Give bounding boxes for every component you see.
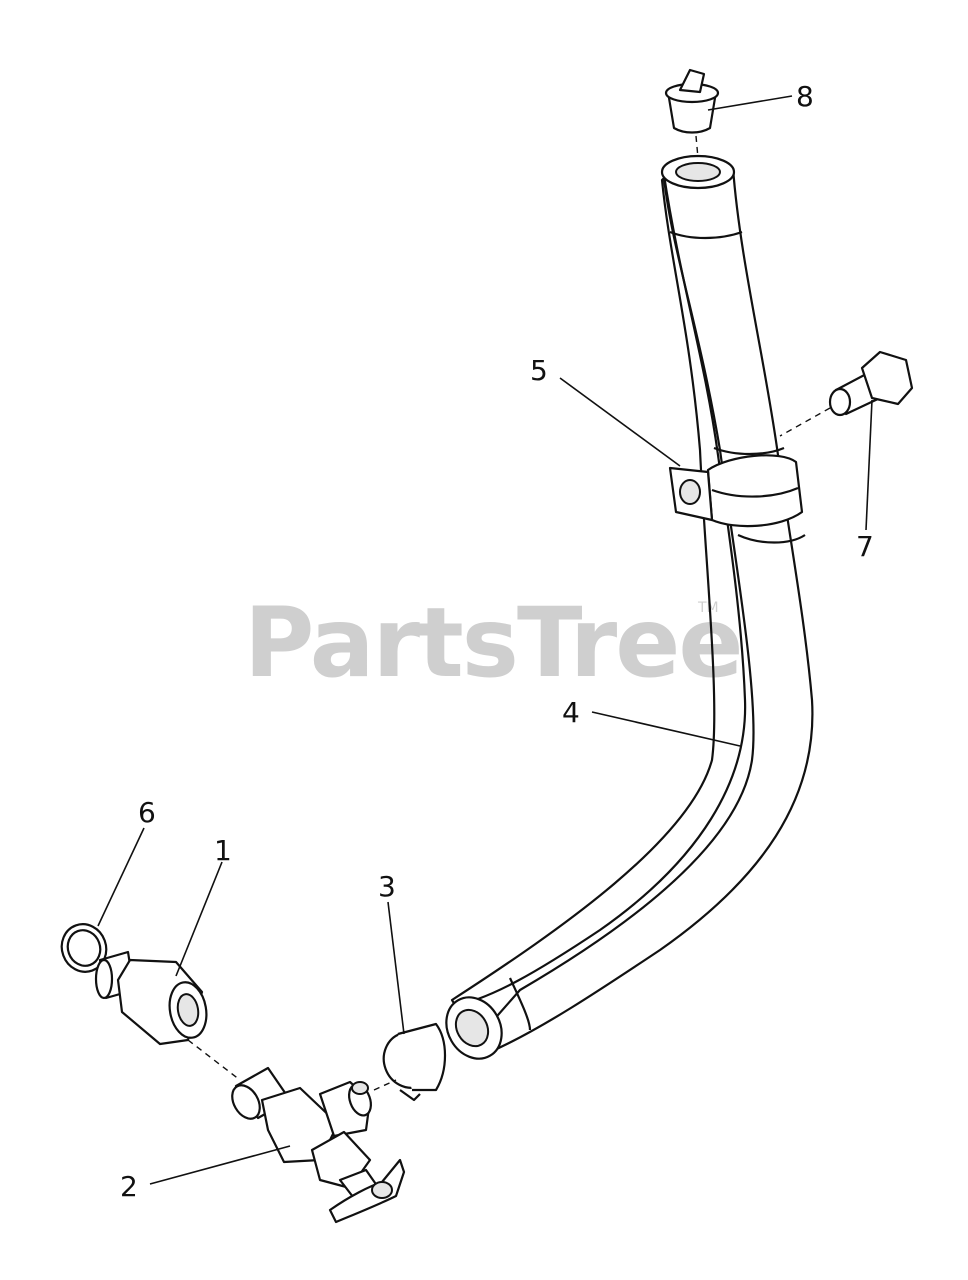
callout-7[interactable]: 7 — [856, 530, 874, 563]
leader-8 — [707, 95, 793, 111]
leader-5 — [559, 377, 681, 467]
leader-7 — [865, 399, 873, 531]
callout-5[interactable]: 5 — [530, 354, 548, 387]
callout-8[interactable]: 8 — [796, 80, 814, 113]
leader-6 — [97, 827, 145, 927]
part-8-filter[interactable] — [664, 68, 720, 159]
callout-6[interactable]: 6 — [138, 796, 156, 829]
part-5-clamp[interactable] — [668, 454, 804, 528]
callout-1[interactable]: 1 — [214, 834, 232, 867]
leader-2 — [149, 1145, 291, 1185]
leader-3 — [387, 901, 405, 1035]
callout-2[interactable]: 2 — [120, 1170, 138, 1203]
watermark-trademark: TM — [697, 600, 719, 616]
callout-4[interactable]: 4 — [562, 696, 580, 729]
part-3-hose-clamp[interactable] — [376, 1022, 446, 1102]
part-7-bolt[interactable] — [779, 350, 914, 437]
callout-3[interactable]: 3 — [378, 870, 396, 903]
part-4-hose[interactable] — [435, 154, 814, 1069]
watermark-text: PartsTree — [244, 587, 741, 699]
leader-4 — [591, 711, 741, 747]
leader-1 — [175, 861, 223, 977]
part-2-valve[interactable] — [227, 1066, 406, 1224]
part-6-o-ring[interactable] — [55, 918, 113, 978]
part-1-adapter[interactable] — [94, 950, 241, 1081]
